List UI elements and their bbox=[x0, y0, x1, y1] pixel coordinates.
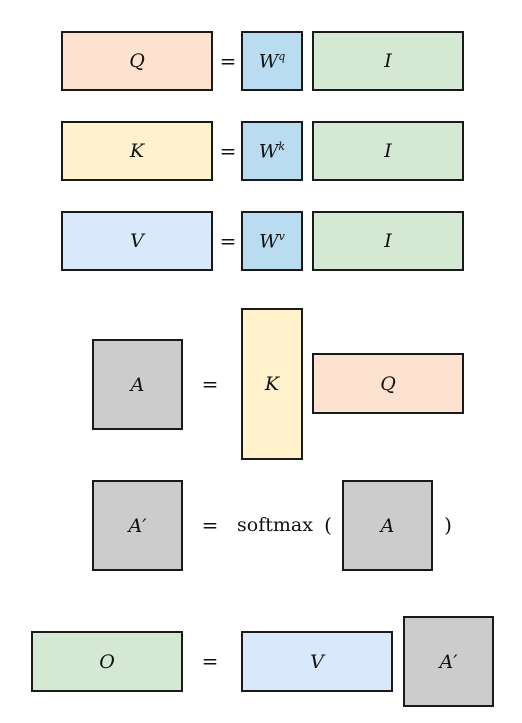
matrix-k-label: K bbox=[264, 373, 280, 395]
matrix-q-label: Q bbox=[129, 50, 145, 72]
input-matrix-i-v: I bbox=[312, 211, 464, 271]
matrix-a-label: A bbox=[380, 514, 395, 537]
weight-matrix-wk: Wk bbox=[241, 121, 303, 181]
input-matrix-i-k: I bbox=[312, 121, 464, 181]
input-i-label: I bbox=[384, 230, 392, 252]
matrix-v-label: V bbox=[130, 230, 144, 252]
matrix-q-product: Q bbox=[312, 353, 464, 414]
matrix-k-label: K bbox=[129, 140, 145, 162]
matrix-v-product: V bbox=[241, 631, 393, 692]
equals-sign-a-prime: = bbox=[201, 513, 219, 537]
input-i-label: I bbox=[384, 50, 392, 72]
softmax-argument-a: A bbox=[342, 480, 433, 571]
weight-wv-label: Wv bbox=[259, 229, 285, 253]
output-matrix-o: O bbox=[31, 631, 183, 692]
weight-wq-label: Wq bbox=[258, 49, 286, 73]
matrix-v-label: V bbox=[310, 650, 324, 673]
close-paren: ) bbox=[444, 513, 452, 537]
equals-sign-o: = bbox=[201, 649, 219, 673]
matrix-q-label: Q bbox=[380, 372, 396, 395]
equals-sign-a: = bbox=[201, 372, 219, 396]
matrix-a-prime-product: A′ bbox=[403, 616, 494, 707]
weight-matrix-wv: Wv bbox=[241, 211, 303, 271]
weight-matrix-wq: Wq bbox=[241, 31, 303, 91]
input-matrix-i-q: I bbox=[312, 31, 464, 91]
matrix-a-label: A bbox=[130, 373, 145, 396]
open-paren: ( bbox=[324, 513, 332, 537]
attention-matrix-a-prime: A′ bbox=[92, 480, 183, 571]
equals-sign-k: = bbox=[219, 139, 237, 163]
equals-sign-v: = bbox=[219, 229, 237, 253]
matrix-k-transposed: K bbox=[241, 308, 303, 460]
matrix-a-prime-label: A′ bbox=[439, 650, 458, 673]
equals-sign-q: = bbox=[219, 49, 237, 73]
matrix-v: V bbox=[61, 211, 213, 271]
weight-wk-label: Wk bbox=[258, 139, 286, 163]
matrix-a-prime-label: A′ bbox=[128, 514, 147, 537]
matrix-k: K bbox=[61, 121, 213, 181]
attention-matrix-a: A bbox=[92, 339, 183, 430]
matrix-o-label: O bbox=[99, 650, 115, 673]
matrix-q: Q bbox=[61, 31, 213, 91]
input-i-label: I bbox=[384, 140, 392, 162]
softmax-function-label: softmax bbox=[237, 514, 313, 536]
